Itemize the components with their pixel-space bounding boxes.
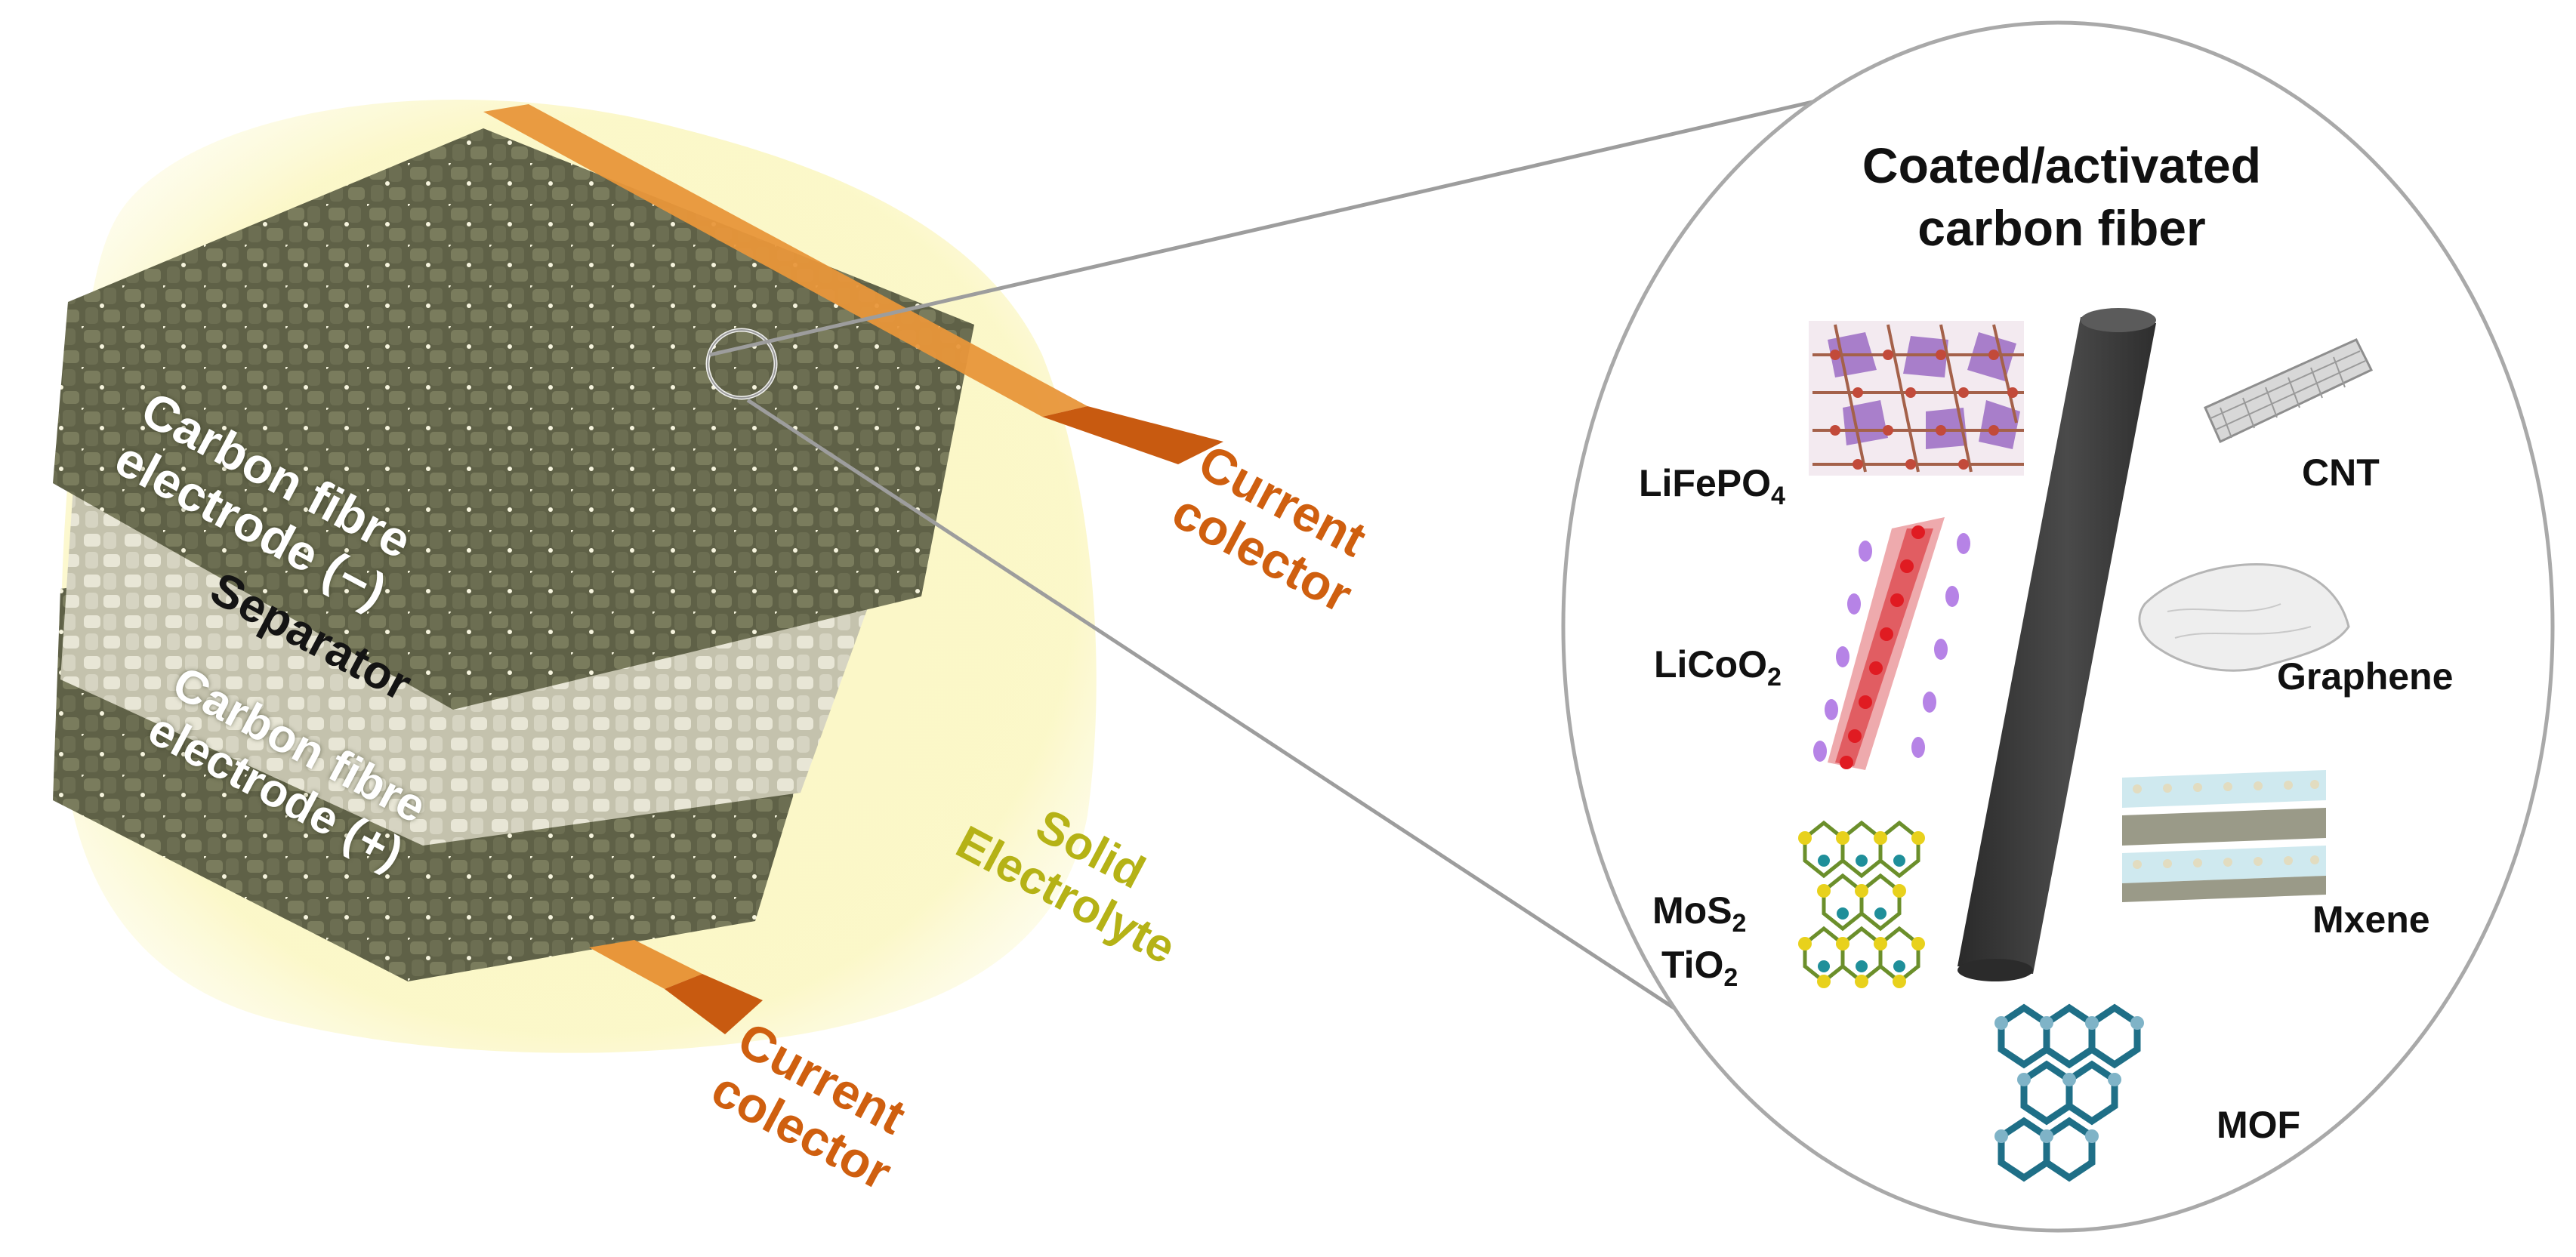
mof-nodes [1994, 1016, 2144, 1143]
mxene-layers-image [2122, 770, 2326, 902]
label-lifepo4: LiFePO4 [1639, 462, 1785, 510]
title-line: Coated/activated [1862, 137, 2262, 193]
label-graphene: Graphene [2277, 655, 2454, 698]
current-collector-top [483, 104, 1087, 417]
formula-base: LiFePO [1639, 462, 1772, 504]
formula-subscript: 4 [1771, 482, 1785, 510]
current-collector-top-tab [1042, 406, 1223, 464]
graphene-sheet-image [2138, 563, 2350, 672]
label-cnt: CNT [2302, 451, 2380, 494]
carbon-fiber-rod [1957, 308, 2156, 981]
label-mxene: Mxene [2312, 898, 2430, 941]
formula-subscript: 2 [1732, 909, 1747, 938]
formula-subscript: 2 [1766, 663, 1782, 692]
label-mos2: MoS2 [1652, 889, 1746, 938]
zoom-line-top [709, 58, 1994, 357]
label-tio2: TiO2 [1661, 944, 1738, 992]
lifepo4-crystal-image [1809, 321, 2024, 476]
title-line: carbon fiber [1917, 199, 2206, 256]
label-licoo2: LiCoO2 [1654, 643, 1782, 692]
label-mof: MOF [2217, 1104, 2301, 1146]
inset-title: Coated/activated carbon fiber [1797, 134, 2326, 259]
cnt-nanotube-image [2204, 338, 2374, 444]
formula-subscript: 2 [1723, 963, 1738, 992]
formula-base: MoS [1652, 889, 1732, 932]
formula-base: LiCoO [1654, 643, 1767, 685]
licoo2-crystal-image [1813, 517, 1970, 770]
electrode-negative-layer [53, 128, 974, 710]
current-collector-bottom-tab [665, 974, 763, 1034]
current-collector-bottom [589, 940, 702, 989]
formula-base: TiO [1661, 944, 1724, 986]
mos2-atoms [1798, 831, 1925, 988]
